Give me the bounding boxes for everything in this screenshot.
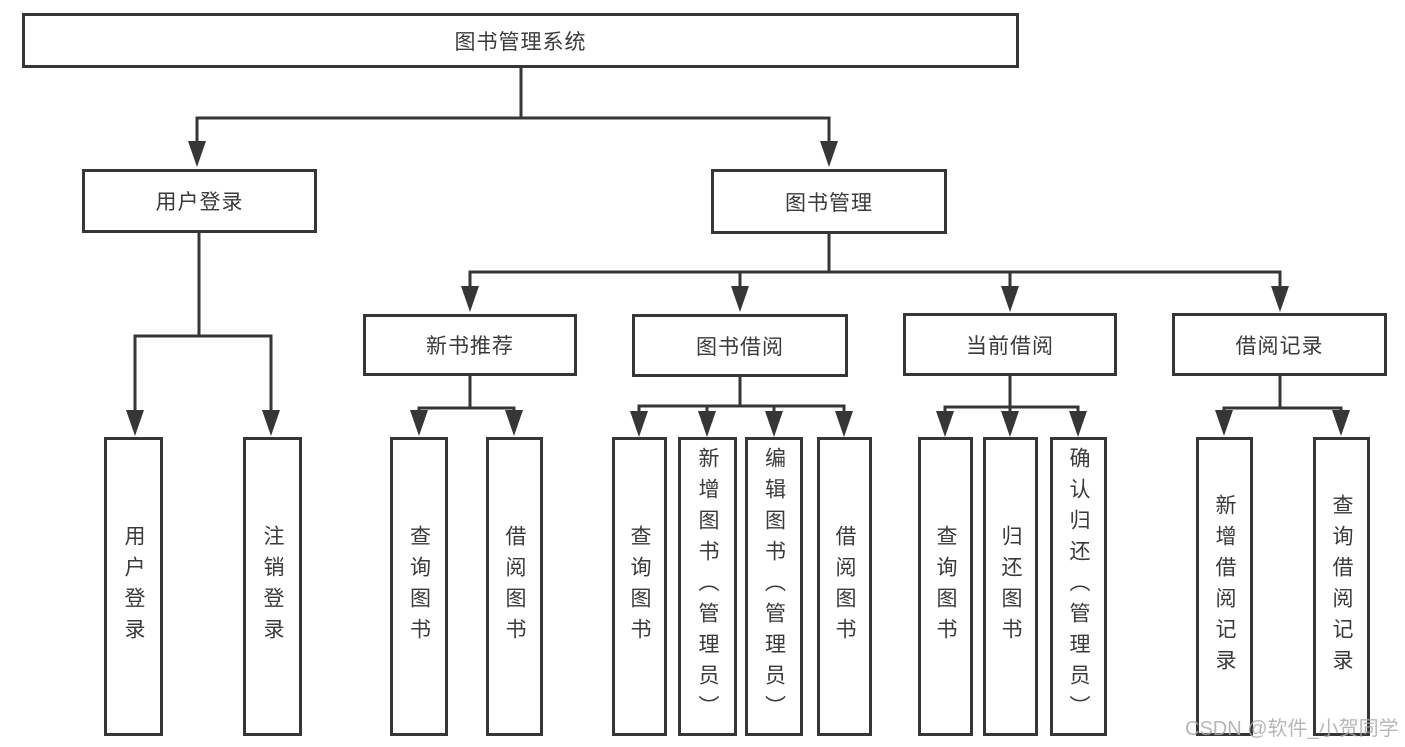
arrowhead bbox=[1215, 410, 1233, 436]
arrowhead bbox=[1001, 286, 1019, 312]
leaf-cb-confirm-return-admin: 确认归还（管理员） bbox=[1050, 437, 1107, 736]
arrowhead bbox=[765, 411, 783, 437]
leaf-nb-query-books: 查询图书 bbox=[390, 437, 448, 736]
node-current-borrowing: 当前借阅 bbox=[903, 313, 1117, 376]
arrowhead bbox=[461, 286, 479, 312]
arrowhead bbox=[698, 411, 716, 437]
leaf-bb-add-books-admin: 新增图书（管理员） bbox=[678, 437, 737, 736]
connector-book-borrow-to-leaves bbox=[637, 377, 846, 416]
arrowhead bbox=[835, 411, 853, 437]
leaf-bb-query-books: 查询图书 bbox=[612, 437, 667, 736]
arrowhead bbox=[505, 410, 523, 436]
arrowhead bbox=[1332, 410, 1350, 436]
leaf-cb-query-books: 查询图书 bbox=[918, 437, 973, 736]
arrowhead bbox=[820, 141, 838, 167]
node-library-system-root: 图书管理系统 bbox=[22, 13, 1019, 68]
arrowhead bbox=[731, 286, 749, 312]
arrowhead bbox=[126, 410, 144, 436]
connector-current-borrow-to-leaves bbox=[943, 376, 1080, 416]
connector-user-login-to-leaves bbox=[133, 233, 273, 415]
arrowhead bbox=[1069, 411, 1087, 437]
arrowhead bbox=[630, 411, 648, 437]
csdn-watermark: CSDN @软件_小贺同学 bbox=[1185, 718, 1399, 740]
arrowhead bbox=[1271, 286, 1289, 312]
arrowhead bbox=[188, 141, 206, 167]
node-new-book-recommend: 新书推荐 bbox=[363, 314, 577, 376]
connector-borrow-records-to-leaves bbox=[1222, 376, 1343, 415]
node-user-login: 用户登录 bbox=[82, 169, 317, 233]
leaf-nb-borrow-books: 借阅图书 bbox=[486, 437, 543, 736]
node-borrow-records: 借阅记录 bbox=[1172, 313, 1387, 376]
connector-new-books-to-leaves bbox=[417, 376, 516, 415]
node-book-borrowing: 图书借阅 bbox=[632, 314, 848, 377]
leaf-user-login: 用户登录 bbox=[104, 437, 163, 736]
arrowhead bbox=[936, 411, 954, 437]
leaf-br-query-record: 查询借阅记录 bbox=[1313, 437, 1370, 736]
leaf-cb-return-books: 归还图书 bbox=[983, 437, 1038, 736]
connector-root-to-level2 bbox=[195, 68, 831, 146]
arrowhead bbox=[410, 410, 428, 436]
leaf-bb-edit-books-admin: 编辑图书（管理员） bbox=[745, 437, 803, 736]
leaf-br-add-record: 新增借阅记录 bbox=[1196, 437, 1253, 736]
node-book-management: 图书管理 bbox=[711, 169, 947, 234]
arrowhead bbox=[1001, 411, 1019, 437]
connector-book-mgmt-to-level3 bbox=[468, 234, 1282, 291]
leaf-bb-borrow-books: 借阅图书 bbox=[817, 437, 872, 736]
arrowhead bbox=[262, 410, 280, 436]
leaf-logout: 注销登录 bbox=[243, 437, 302, 736]
